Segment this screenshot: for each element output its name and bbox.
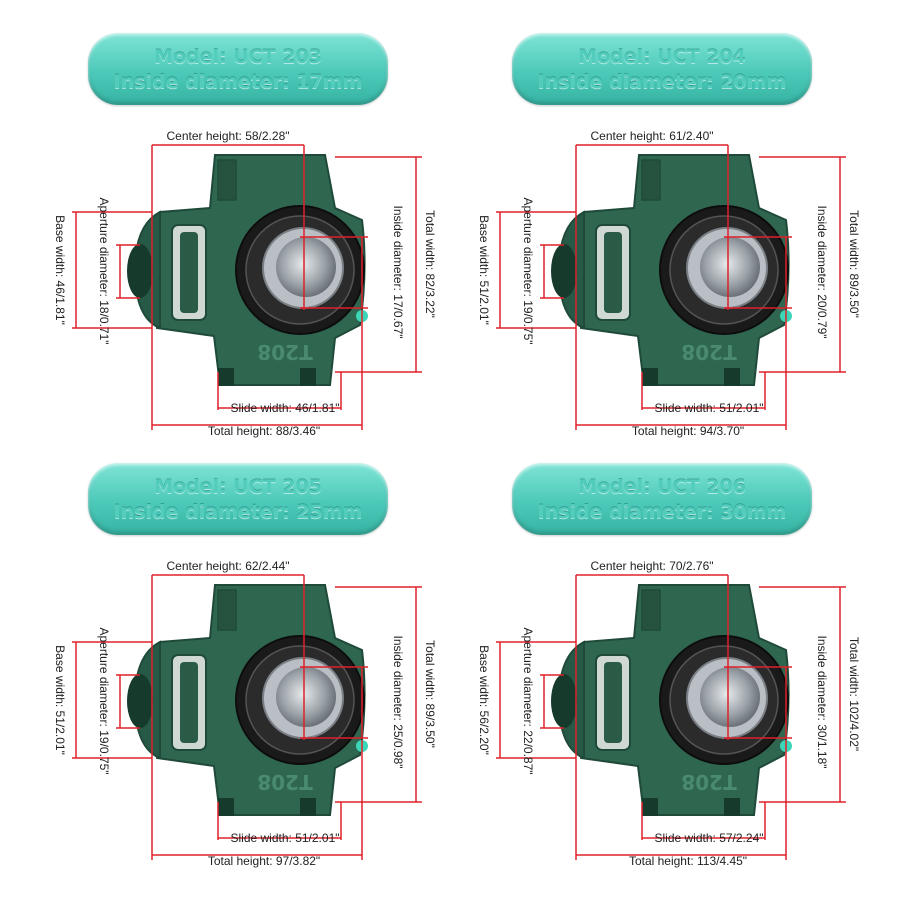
bottom-foot-right bbox=[724, 368, 740, 386]
aperture-hole bbox=[127, 674, 153, 728]
bottom-foot-left bbox=[642, 368, 658, 386]
total-width-label: Total width: 89/3.50" bbox=[423, 640, 437, 748]
shaft-bore bbox=[276, 237, 336, 297]
top-lug bbox=[641, 159, 661, 201]
inside-diameter-title: Inside diameter: 17mm bbox=[113, 71, 363, 93]
bottom-foot-right bbox=[300, 798, 316, 816]
model-label: Model: UCT 204 bbox=[578, 46, 746, 68]
model-label: Model: UCT 206 bbox=[578, 476, 746, 498]
model-label: Model: UCT 205 bbox=[154, 476, 322, 498]
bottom-foot-right bbox=[300, 368, 316, 386]
casting-mark: T208 bbox=[681, 770, 736, 794]
shaft-bore bbox=[700, 237, 760, 297]
bearing-insert bbox=[235, 635, 368, 765]
center-height-label: Center height: 70/2.76" bbox=[590, 559, 713, 573]
aperture-hole bbox=[551, 674, 577, 728]
total-width-label: Total width: 102/4.02" bbox=[847, 637, 861, 751]
center-height-label: Center height: 58/2.28" bbox=[166, 129, 289, 143]
dimension-lines bbox=[496, 144, 846, 430]
dimension-lines bbox=[72, 144, 422, 430]
model-label: Model: UCT 203 bbox=[154, 46, 322, 68]
bearing-insert bbox=[235, 205, 368, 335]
bearing-dimension-diagram: T208 bbox=[53, 559, 437, 868]
bearing-dimension-diagram: T208 bbox=[477, 129, 861, 438]
bottom-foot-left bbox=[218, 798, 234, 816]
bearing-insert bbox=[659, 205, 792, 335]
shaft-bore bbox=[700, 667, 760, 727]
casting-mark: T208 bbox=[257, 770, 312, 794]
inside-diameter-title: Inside diameter: 20mm bbox=[537, 71, 787, 93]
aperture-hole bbox=[551, 244, 577, 298]
total-height-label: Total height: 97/3.82" bbox=[208, 854, 320, 868]
product-panel: Model: UCT 203 Inside diameter: 17mm bbox=[0, 0, 450, 450]
inside-diameter-title: Inside diameter: 25mm bbox=[113, 501, 363, 523]
slide-width-label: Slide width: 46/1.81" bbox=[231, 401, 340, 415]
dimension-lines bbox=[496, 574, 846, 860]
total-width-label: Total width: 89/3.50" bbox=[847, 210, 861, 318]
model-badge: Model: UCT 205 Inside diameter: 25mm bbox=[88, 463, 388, 535]
total-width-label: Total width: 82/3.22" bbox=[423, 210, 437, 318]
aperture-diameter-label: Aperture diameter: 22/0.87" bbox=[521, 627, 535, 774]
base-width-label: Base width: 46/1.81" bbox=[53, 215, 67, 325]
bearing-dimension-diagram: T208 bbox=[477, 559, 861, 868]
model-badge: Model: UCT 206 Inside diameter: 30mm bbox=[512, 463, 812, 535]
casting-mark: T208 bbox=[681, 340, 736, 364]
top-lug bbox=[217, 159, 237, 201]
top-lug bbox=[641, 589, 661, 631]
inside-diameter-title: Inside diameter: 30mm bbox=[537, 501, 787, 523]
shaft-bore bbox=[276, 667, 336, 727]
bearing-dimension-diagram: T208 bbox=[53, 129, 437, 438]
product-panel: Model: UCT 206 Inside diameter: 30mm bbox=[424, 430, 874, 880]
center-height-label: Center height: 62/2.44" bbox=[166, 559, 289, 573]
casting-mark: T208 bbox=[257, 340, 312, 364]
slide-width-label: Slide width: 51/2.01" bbox=[231, 831, 340, 845]
product-panel: Model: UCT 204 Inside diameter: 20mm bbox=[424, 0, 874, 450]
total-height-label: Total height: 88/3.46" bbox=[208, 424, 320, 438]
model-badge: Model: UCT 203 Inside diameter: 17mm bbox=[88, 33, 388, 105]
aperture-diameter-label: Aperture diameter: 18/0.71" bbox=[97, 197, 111, 344]
center-height-label: Center height: 61/2.40" bbox=[590, 129, 713, 143]
bottom-foot-left bbox=[218, 368, 234, 386]
inside-diameter-label: Inside diameter: 17/0.67" bbox=[391, 205, 405, 338]
product-panel: Model: UCT 205 Inside diameter: 25mm bbox=[0, 430, 450, 880]
inside-diameter-label: Inside diameter: 20/0.79" bbox=[815, 205, 829, 338]
base-width-label: Base width: 51/2.01" bbox=[477, 215, 491, 325]
aperture-diameter-label: Aperture diameter: 19/0.75" bbox=[97, 627, 111, 774]
model-badge: Model: UCT 204 Inside diameter: 20mm bbox=[512, 33, 812, 105]
bottom-foot-left bbox=[642, 798, 658, 816]
aperture-diameter-label: Aperture diameter: 19/0.75" bbox=[521, 197, 535, 344]
inside-diameter-label: Inside diameter: 30/1.18" bbox=[815, 635, 829, 768]
total-height-label: Total height: 94/3.70" bbox=[632, 424, 744, 438]
slide-slot-inner bbox=[604, 232, 622, 313]
total-height-label: Total height: 113/4.45" bbox=[629, 854, 747, 868]
base-width-label: Base width: 51/2.01" bbox=[53, 645, 67, 755]
slide-width-label: Slide width: 51/2.01" bbox=[655, 401, 764, 415]
slide-width-label: Slide width: 57/2.24" bbox=[655, 831, 764, 845]
inside-diameter-label: Inside diameter: 25/0.98" bbox=[391, 635, 405, 768]
slide-slot-inner bbox=[180, 232, 198, 313]
dimension-lines bbox=[72, 574, 422, 860]
slide-slot-inner bbox=[180, 662, 198, 743]
slide-slot-inner bbox=[604, 662, 622, 743]
bottom-foot-right bbox=[724, 798, 740, 816]
aperture-hole bbox=[127, 244, 153, 298]
base-width-label: Base width: 56/2.20" bbox=[477, 645, 491, 755]
top-lug bbox=[217, 589, 237, 631]
